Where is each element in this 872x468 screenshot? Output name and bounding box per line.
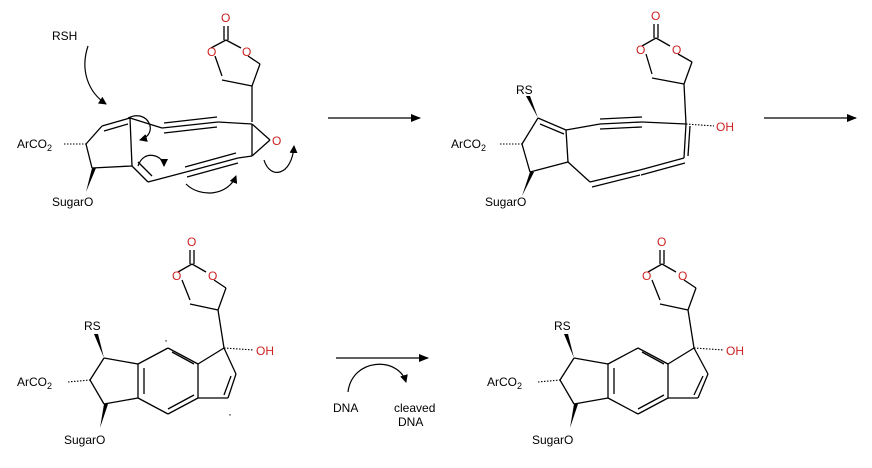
carbonate-ring-4: O O O: [642, 235, 697, 311]
rs-label: RS: [84, 319, 101, 333]
carbonyl-oxygen-label: O: [187, 235, 196, 249]
carbonate-ring-1: O O O: [207, 11, 261, 87]
cleaved-dna-label-line2: DNA: [398, 415, 423, 429]
ring-oxygen-label: O: [172, 269, 181, 283]
carbonate-ring-2: O O O: [636, 9, 693, 85]
epoxide-oxygen-label: O: [272, 134, 281, 148]
dna-label: DNA: [333, 401, 358, 415]
ring-oxygen-label: O: [642, 269, 651, 283]
carbonyl-oxygen-label: O: [221, 11, 230, 25]
sugaro-label: SugarO: [532, 433, 573, 447]
ring-oxygen-label: O: [208, 269, 217, 283]
carbonyl-oxygen-label: O: [657, 235, 666, 249]
ring-oxygen-label: O: [207, 45, 216, 59]
ring-oxygen-label: O: [678, 269, 687, 283]
rs-label: RS: [554, 319, 571, 333]
structure-2-cumulene: O O O OH RS ArCO2 SugarO: [451, 9, 734, 209]
structure-1-epoxide-enediyne: O O O O RSH ArCO2 SugarO: [17, 11, 298, 209]
sugaro-label: SugarO: [52, 195, 93, 209]
ring-oxygen-label: O: [636, 43, 645, 57]
arco2-label: ArCO2: [17, 375, 52, 391]
arco2-label: ArCO2: [17, 137, 52, 153]
radical-dot: ·: [164, 333, 168, 347]
hydroxyl-label: OH: [716, 120, 734, 134]
arco2-label: ArCO2: [487, 375, 522, 391]
ring-oxygen-label: O: [242, 45, 251, 59]
structure-4-product: O O O OH RS ArCO2 SugarO: [487, 235, 744, 447]
rsh-label: RSH: [52, 29, 77, 43]
sugaro-label: SugarO: [64, 433, 105, 447]
arco2-label: ArCO2: [451, 137, 486, 153]
reaction-arrow-3: DNA cleaved DNA: [333, 354, 435, 429]
structure-3-biradical: O O O · · OH RS ArCO2: [17, 235, 274, 447]
ring-oxygen-label: O: [672, 43, 681, 57]
carbonyl-oxygen-label: O: [651, 9, 660, 23]
sugaro-label: SugarO: [485, 195, 526, 209]
hydroxyl-label: OH: [726, 344, 744, 358]
rs-label: RS: [516, 83, 533, 97]
hydroxyl-label: OH: [256, 344, 274, 358]
radical-dot: ·: [228, 407, 232, 421]
carbonate-ring-3: O O O: [172, 235, 227, 311]
cleaved-dna-label-line1: cleaved: [394, 401, 435, 415]
